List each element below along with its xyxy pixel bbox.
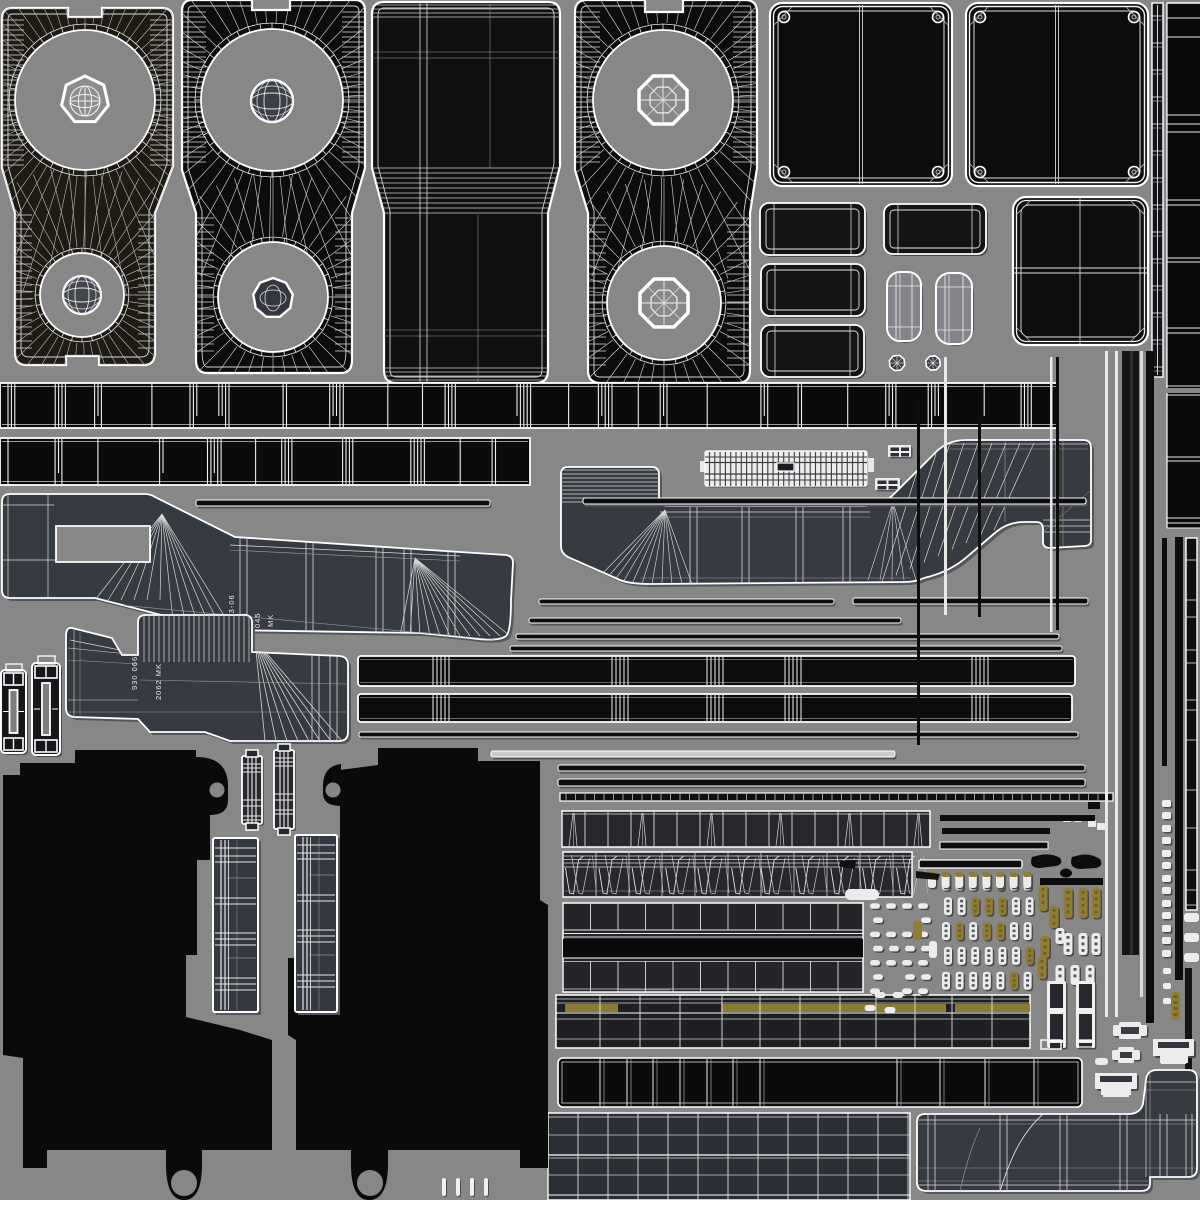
svg-text:MK: MK <box>266 614 275 627</box>
svg-text:045: 045 <box>253 612 262 628</box>
svg-text:930 066: 930 066 <box>130 656 139 690</box>
svg-text:2062 MK: 2062 MK <box>154 663 163 700</box>
